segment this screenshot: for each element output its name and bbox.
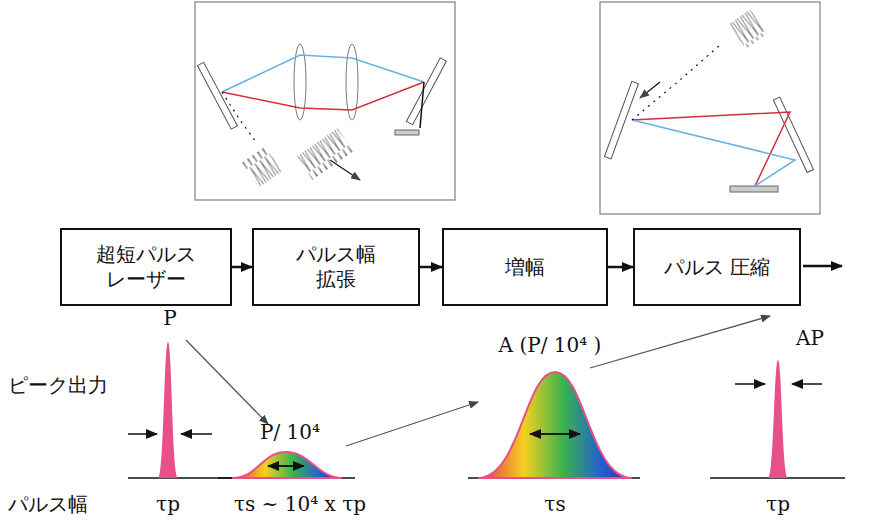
pulse-shapes bbox=[128, 342, 845, 478]
box-label: パルス 圧縮 bbox=[664, 255, 770, 280]
stretcher-illustration bbox=[195, 2, 455, 200]
process-box: 超短パルス レーザー bbox=[60, 228, 232, 306]
symbol-label: τs ~ 10⁴ x τp bbox=[234, 492, 366, 516]
symbol-label: τp bbox=[156, 492, 180, 516]
box-label: 増幅 bbox=[505, 255, 545, 280]
flow-arrow bbox=[608, 266, 633, 269]
symbol-label: P bbox=[163, 306, 176, 330]
process-box: パルス幅 拡張 bbox=[252, 228, 420, 306]
symbol-label: τs bbox=[544, 492, 565, 516]
output-arrow bbox=[803, 265, 842, 268]
symbol-label: AP bbox=[796, 326, 824, 350]
symbol-label: A (P/ 10⁴ ) bbox=[499, 333, 602, 357]
symbol-label: τp bbox=[766, 492, 790, 516]
leader-arrows bbox=[186, 316, 770, 446]
symbol-label: P/ 10⁴ bbox=[260, 420, 320, 444]
compressor-illustration bbox=[600, 2, 820, 214]
axis-label: パルス幅 bbox=[8, 492, 88, 516]
box-label: 超短パルス レーザー bbox=[90, 242, 202, 292]
axis-label: ピーク出力 bbox=[8, 373, 108, 397]
box-label: パルス幅 拡張 bbox=[280, 242, 392, 292]
flow-arrow bbox=[232, 266, 252, 269]
process-box: パルス 圧縮 bbox=[633, 228, 801, 306]
flow-arrow bbox=[420, 266, 442, 269]
process-box: 増幅 bbox=[442, 228, 608, 306]
